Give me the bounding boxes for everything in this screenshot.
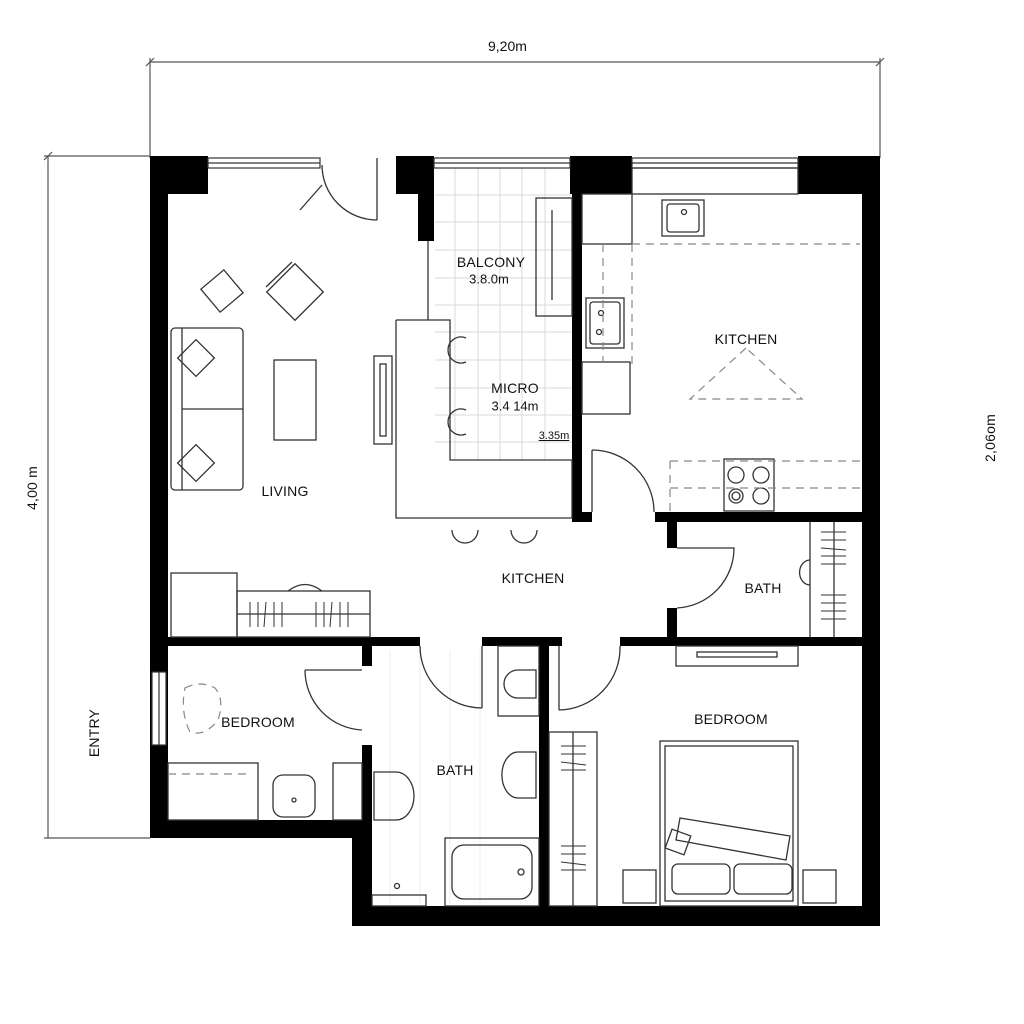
room-label-bedroom-left: BEDROOM xyxy=(221,714,295,730)
room-label-kitchen-hall: KITCHEN xyxy=(501,570,565,586)
room-label-micro: MICRO xyxy=(491,380,539,396)
entry-label: ENTRY xyxy=(86,708,102,758)
micro-area: 3.4 14m xyxy=(491,398,539,414)
walls xyxy=(150,156,880,926)
room-label-balcony: BALCONY xyxy=(456,254,526,270)
balcony-tile-grid xyxy=(435,168,572,460)
fixtures xyxy=(167,158,847,907)
balcony-area: 3.8.0m xyxy=(469,271,509,287)
dimension-lines xyxy=(43,57,885,839)
height-left-dimension-label: 4,00 m xyxy=(24,466,40,510)
room-label-bath-center: BATH xyxy=(436,762,474,778)
room-label-bath-right: BATH xyxy=(744,580,782,596)
dashed-guides xyxy=(168,243,860,775)
micro-note: 3.35m xyxy=(538,430,570,442)
room-label-bedroom-right: BEDROOM xyxy=(694,711,768,727)
height-right-dimension-label: 2,06om xyxy=(982,414,998,462)
width-dimension-label: 9,20m xyxy=(488,38,527,54)
bath-floor-stripes xyxy=(389,650,481,905)
windows xyxy=(151,157,799,746)
room-label-kitchen-main: KITCHEN xyxy=(714,331,778,347)
room-label-living: LIVING xyxy=(261,483,309,499)
